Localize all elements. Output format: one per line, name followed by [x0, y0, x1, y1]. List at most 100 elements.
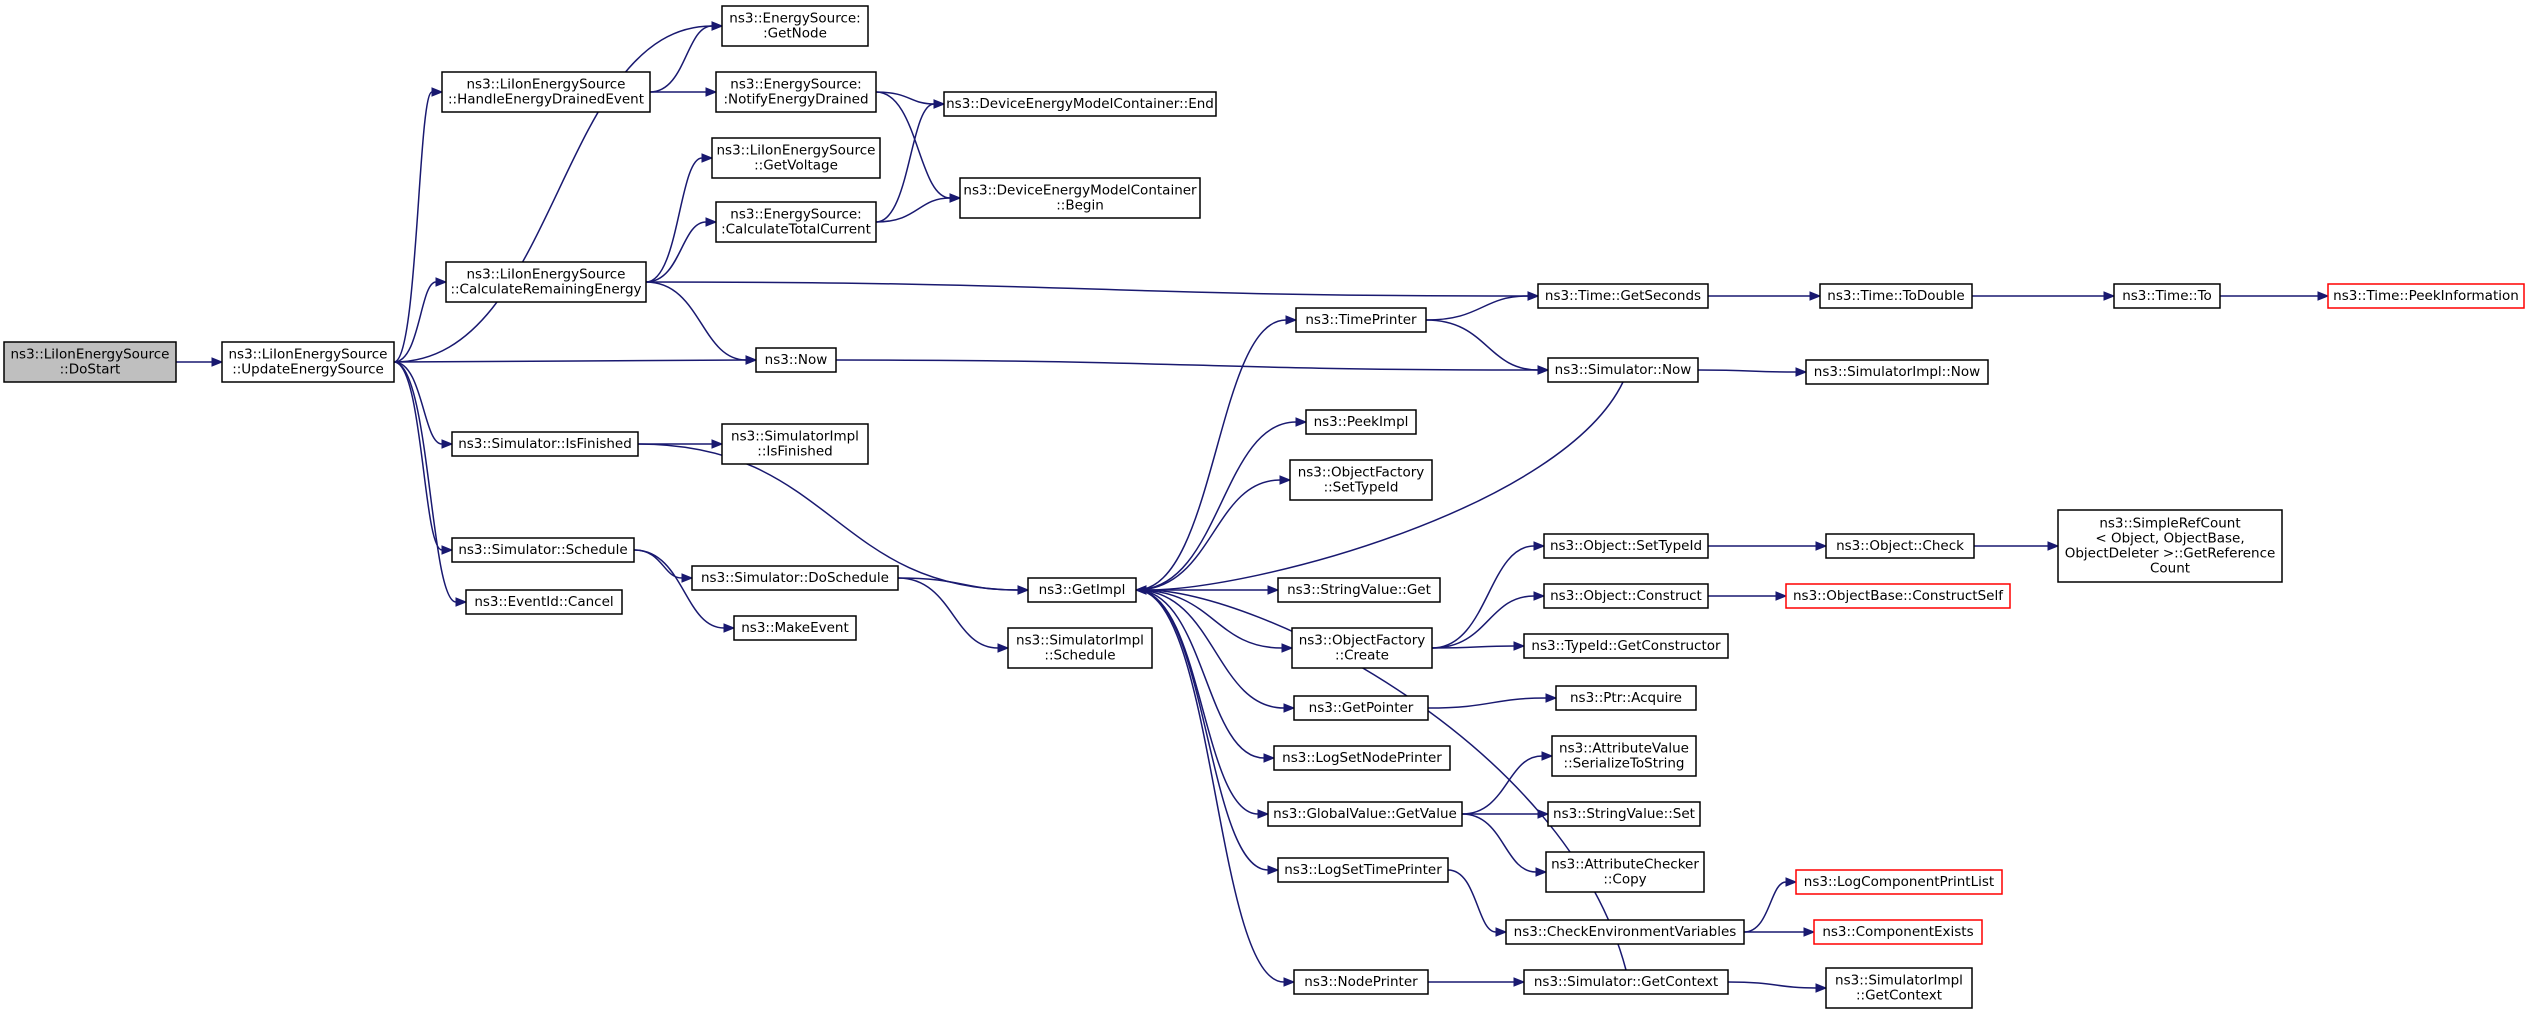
- node-box[interactable]: [2057, 509, 2283, 583]
- node-timeprinter[interactable]: ns3::TimePrinter: [1295, 307, 1427, 333]
- node-update[interactable]: ns3::LiIonEnergySource::UpdateEnergySour…: [221, 341, 395, 383]
- node-makeevent[interactable]: ns3::MakeEvent: [733, 615, 857, 641]
- node-globalvalue-getvalue[interactable]: ns3::GlobalValue::GetValue: [1267, 801, 1463, 827]
- node-box[interactable]: [959, 177, 1201, 219]
- node-box[interactable]: [451, 537, 635, 563]
- node-box[interactable]: [943, 91, 1217, 117]
- node-sim-now[interactable]: ns3::Simulator::Now: [1547, 357, 1699, 383]
- node-box[interactable]: [755, 347, 837, 373]
- node-box[interactable]: [1805, 359, 1989, 385]
- node-dostart[interactable]: ns3::LiIonEnergySource::DoStart: [3, 341, 177, 383]
- node-calc-remaining[interactable]: ns3::LiIonEnergySource::CalculateRemaini…: [445, 261, 647, 303]
- node-box[interactable]: [2113, 283, 2221, 309]
- node-now[interactable]: ns3::Now: [755, 347, 837, 373]
- node-time-getseconds[interactable]: ns3::Time::GetSeconds: [1537, 283, 1709, 309]
- node-box[interactable]: [1813, 919, 1983, 945]
- node-nodeprinter[interactable]: ns3::NodePrinter: [1293, 969, 1429, 995]
- node-box[interactable]: [715, 201, 877, 243]
- node-box[interactable]: [465, 589, 623, 615]
- node-handle-drained[interactable]: ns3::LiIonEnergySource::HandleEnergyDrai…: [441, 71, 651, 113]
- node-box[interactable]: [441, 71, 651, 113]
- node-box[interactable]: [1291, 627, 1433, 669]
- node-box[interactable]: [451, 431, 639, 457]
- node-box[interactable]: [721, 5, 869, 47]
- node-object-check[interactable]: ns3::Object::Check: [1825, 533, 1975, 559]
- node-ptr-acquire[interactable]: ns3::Ptr::Acquire: [1555, 685, 1697, 711]
- node-componentexists[interactable]: ns3::ComponentExists: [1813, 919, 1983, 945]
- node-box[interactable]: [691, 565, 899, 591]
- node-box[interactable]: [1543, 533, 1709, 559]
- node-box[interactable]: [445, 261, 647, 303]
- node-sim-doschedule[interactable]: ns3::Simulator::DoSchedule: [691, 565, 899, 591]
- node-box[interactable]: [1273, 745, 1451, 771]
- node-box[interactable]: [1555, 685, 1697, 711]
- node-box[interactable]: [1295, 307, 1427, 333]
- node-time-to[interactable]: ns3::Time::To: [2113, 283, 2221, 309]
- node-box[interactable]: [1027, 577, 1137, 603]
- node-box[interactable]: [1007, 627, 1153, 669]
- node-box[interactable]: [733, 615, 857, 641]
- node-box[interactable]: [221, 341, 395, 383]
- node-es-getnode[interactable]: ns3::EnergySource::GetNode: [721, 5, 869, 47]
- node-box[interactable]: [721, 423, 869, 465]
- node-box[interactable]: [1551, 735, 1697, 777]
- node-box[interactable]: [1505, 919, 1745, 945]
- node-box[interactable]: [1293, 695, 1429, 721]
- node-object-settypeid[interactable]: ns3::Object::SetTypeId: [1543, 533, 1709, 559]
- node-object-construct[interactable]: ns3::Object::Construct: [1543, 583, 1709, 609]
- node-box[interactable]: [1523, 969, 1729, 995]
- node-simimpl-isfinished[interactable]: ns3::SimulatorImpl::IsFinished: [721, 423, 869, 465]
- node-sim-schedule[interactable]: ns3::Simulator::Schedule: [451, 537, 635, 563]
- node-attrchecker-copy[interactable]: ns3::AttributeChecker::Copy: [1545, 851, 1705, 893]
- node-logcomponentprintlist[interactable]: ns3::LogComponentPrintList: [1795, 869, 2003, 895]
- node-calc-current[interactable]: ns3::EnergySource::CalculateTotalCurrent: [715, 201, 877, 243]
- node-box[interactable]: [1267, 801, 1463, 827]
- node-box[interactable]: [1547, 801, 1701, 827]
- node-box[interactable]: [711, 137, 881, 179]
- node-box[interactable]: [1289, 459, 1433, 501]
- node-box[interactable]: [1825, 967, 1973, 1009]
- node-simimpl-getcontext[interactable]: ns3::SimulatorImpl::GetContext: [1825, 967, 1973, 1009]
- node-typeid-getconstructor[interactable]: ns3::TypeId::GetConstructor: [1523, 633, 1729, 659]
- node-box[interactable]: [1277, 577, 1441, 603]
- node-checkenvvars[interactable]: ns3::CheckEnvironmentVariables: [1505, 919, 1745, 945]
- node-box[interactable]: [715, 71, 877, 113]
- node-attrvalue-serialize[interactable]: ns3::AttributeValue::SerializeToString: [1551, 735, 1697, 777]
- node-logsettimeprinter[interactable]: ns3::LogSetTimePrinter: [1277, 857, 1449, 883]
- node-box[interactable]: [1795, 869, 2003, 895]
- node-box[interactable]: [1825, 533, 1975, 559]
- node-peekimpl[interactable]: ns3::PeekImpl: [1305, 409, 1417, 435]
- node-getpointer[interactable]: ns3::GetPointer: [1293, 695, 1429, 721]
- node-stringvalue-get[interactable]: ns3::StringValue::Get: [1277, 577, 1441, 603]
- node-demc-begin[interactable]: ns3::DeviceEnergyModelContainer::Begin: [959, 177, 1201, 219]
- node-sim-getcontext[interactable]: ns3::Simulator::GetContext: [1523, 969, 1729, 995]
- node-box[interactable]: [1277, 857, 1449, 883]
- node-box[interactable]: [1523, 633, 1729, 659]
- node-box[interactable]: [1545, 851, 1705, 893]
- node-box[interactable]: [1305, 409, 1417, 435]
- node-get-voltage[interactable]: ns3::LiIonEnergySource::GetVoltage: [711, 137, 881, 179]
- node-time-peekinfo[interactable]: ns3::Time::PeekInformation: [2327, 283, 2525, 309]
- node-simimpl-now[interactable]: ns3::SimulatorImpl::Now: [1805, 359, 1989, 385]
- node-logsetnodeprinter[interactable]: ns3::LogSetNodePrinter: [1273, 745, 1451, 771]
- node-time-todouble[interactable]: ns3::Time::ToDouble: [1819, 283, 1973, 309]
- node-getimpl[interactable]: ns3::GetImpl: [1027, 577, 1137, 603]
- node-simimpl-schedule[interactable]: ns3::SimulatorImpl::Schedule: [1007, 627, 1153, 669]
- node-box[interactable]: [1785, 583, 2011, 609]
- node-objectbase-constructself[interactable]: ns3::ObjectBase::ConstructSelf: [1785, 583, 2011, 609]
- node-of-settypeid[interactable]: ns3::ObjectFactory::SetTypeId: [1289, 459, 1433, 501]
- node-box[interactable]: [1543, 583, 1709, 609]
- node-of-create[interactable]: ns3::ObjectFactory::Create: [1291, 627, 1433, 669]
- node-box[interactable]: [1819, 283, 1973, 309]
- node-box[interactable]: [2327, 283, 2525, 309]
- node-notify-drained[interactable]: ns3::EnergySource::NotifyEnergyDrained: [715, 71, 877, 113]
- node-stringvalue-set[interactable]: ns3::StringValue::Set: [1547, 801, 1701, 827]
- node-eventid-cancel[interactable]: ns3::EventId::Cancel: [465, 589, 623, 615]
- node-simplerefcount[interactable]: ns3::SimpleRefCount< Object, ObjectBase,…: [2057, 509, 2283, 583]
- node-box[interactable]: [1537, 283, 1709, 309]
- node-demc-end[interactable]: ns3::DeviceEnergyModelContainer::End: [943, 91, 1217, 117]
- node-box[interactable]: [1547, 357, 1699, 383]
- node-sim-isfinished[interactable]: ns3::Simulator::IsFinished: [451, 431, 639, 457]
- node-box[interactable]: [3, 341, 177, 383]
- node-box[interactable]: [1293, 969, 1429, 995]
